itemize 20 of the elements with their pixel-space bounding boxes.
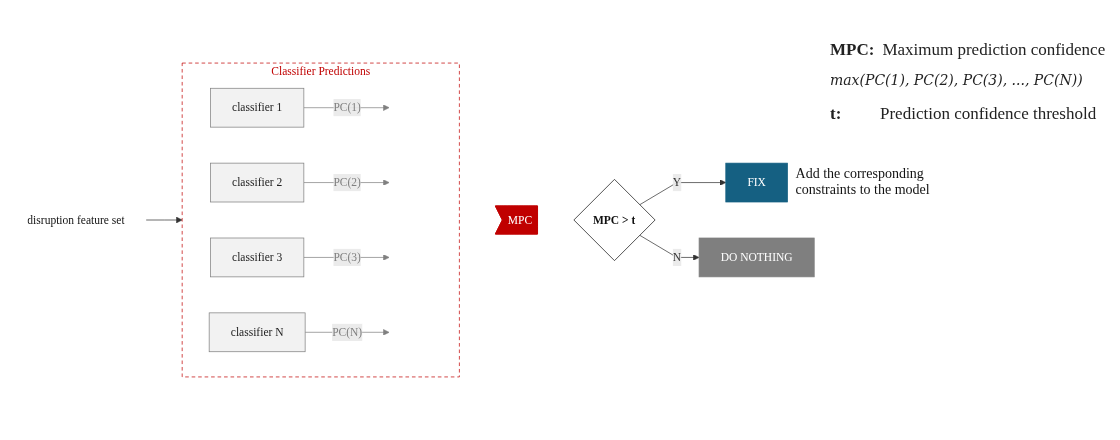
edge-label: PC(2) [333,176,361,189]
node-box: classifier 3 [210,237,305,278]
node-box: classifier 1 [210,87,305,128]
note-text: Add the corresponding constraints to the model [795,165,931,200]
formula-text: max(PC(1), PC(2), PC(3), ..., PC(N)) [830,72,1084,88]
definition-text: Maximum prediction confidence [882,40,1106,60]
edge-label: PC(N) [332,325,363,339]
edge-label: Y [672,176,682,189]
node-box: classifier 2 [210,162,305,203]
node-box: DO NOTHING [698,237,815,278]
term-label: t: [830,104,843,124]
node-box: classifier N [208,312,306,353]
edge-label: N [672,250,682,264]
definition-text: Prediction confidence threshold [880,104,1097,124]
edge-label: PC(1) [333,101,361,114]
term-label: MPC: [830,40,875,60]
node-diamond: MPC > t [573,179,656,261]
node-box: FIX [725,162,788,203]
node-text: disruption feature set [27,213,125,226]
edge-label: PC(3) [333,250,361,264]
